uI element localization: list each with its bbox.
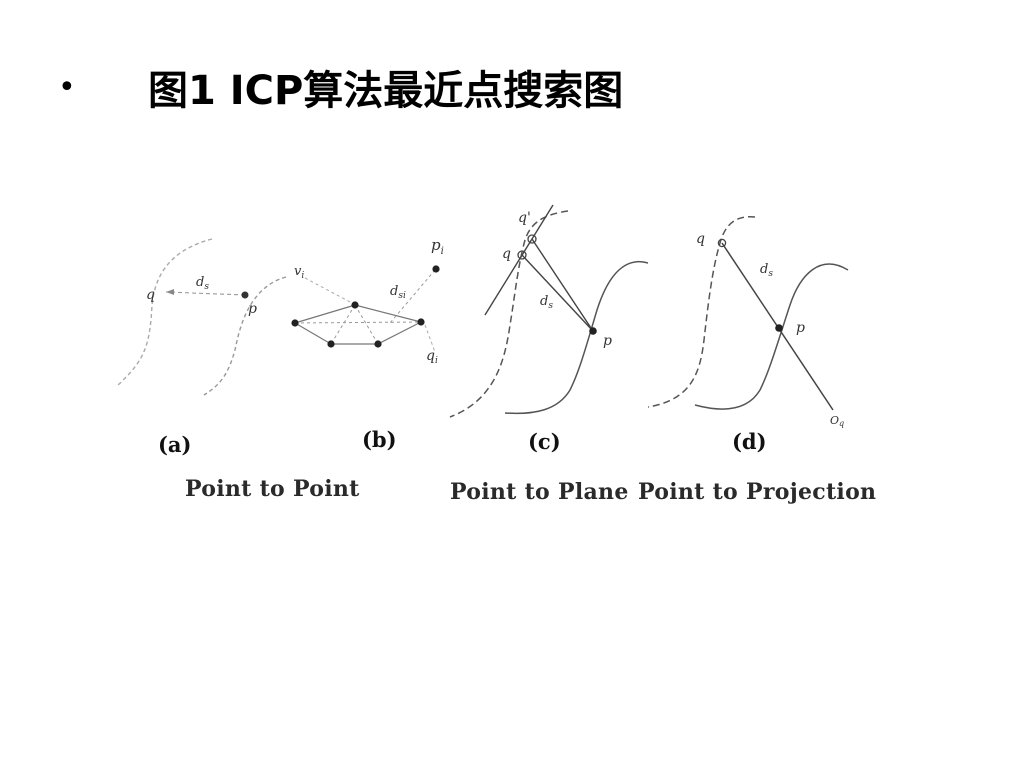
panel-c-q-prime-label: q' [518,210,531,226]
slide-title: • 图1 ICP算法最近点搜索图 [58,58,623,116]
panel-b-edge [354,304,422,323]
panel-d-target-curve [694,263,849,410]
panel-b-edge [294,304,356,324]
panel-b-vertex [291,319,299,327]
panel-b-p-label: pi [431,236,444,257]
panel-c-tangent-plane [484,204,554,316]
panel-b-edge [330,304,356,345]
panel-b-edge [377,321,422,345]
panel-a-d-label: ds [196,275,209,292]
panel-a-q-label: q [146,287,155,303]
panel-c-line-q [521,254,594,332]
panel-b-edge [294,322,332,345]
caption-point-to-plane: Point to Plane [450,479,629,505]
panel-c-source-curve [449,210,569,418]
bullet-point: • [58,69,76,105]
icp-diagram: q ds p vi dsi pi qi [117,204,849,428]
panel-b-vertex [417,318,425,326]
panel-b-leader-line [424,324,436,353]
panel-c-p-label: p [603,333,612,349]
panel-c-point-q-prime [527,234,537,244]
panel-b-vertex [327,340,335,348]
panel-d-point-p [775,324,783,332]
panel-a-distance-line [165,291,246,296]
panel-c-label: (c) [528,429,561,454]
panel-b-diagram: vi dsi pi qi [291,236,444,366]
panel-d-source-curve [647,216,756,408]
panel-d-diagram: q ds p Oq [647,216,849,428]
panel-d-point-q [717,238,727,248]
panel-b-q-label: qi [426,348,438,366]
panel-d-q-label: q [696,231,705,247]
panel-c-d-label: ds [540,294,553,311]
panel-a-point-p [241,291,249,299]
panel-c-diagram: q' q ds p [449,204,649,418]
panel-b-vertex [351,301,359,309]
panel-a-diagram: q ds p [117,238,287,396]
panel-a-arrow [166,289,174,295]
panel-c-q-label: q [502,246,511,262]
caption-point-to-projection: Point to Projection [638,479,877,505]
panel-a-p-label: p [248,301,257,317]
panel-d-p-label: p [796,320,805,336]
panel-d-o-label: Oq [830,414,844,428]
panel-b-edge [294,321,422,324]
panel-b-point-p [432,265,440,273]
icp-figure: q ds p vi dsi pi qi [100,195,880,525]
panel-c-point-q [517,250,527,260]
panel-b-v-label: vi [294,264,304,281]
panel-b-leader-line [304,277,353,304]
title-text: 图1 ICP算法最近点搜索图 [148,68,624,114]
panel-a-source-curve [117,238,213,386]
panel-b-vertex [374,340,382,348]
panel-b-edge [354,304,379,345]
caption-point-to-point: Point to Point [185,476,360,502]
panel-b-d-label: dsi [390,284,406,301]
panel-c-target-curve [504,260,649,415]
panel-a-label: (a) [158,432,192,457]
panel-b-label: (b) [362,427,397,452]
panel-c-point-p [589,327,597,335]
panel-d-d-label: ds [760,262,773,279]
panel-c-line-q-prime [531,238,594,332]
panel-d-label: (d) [732,429,767,454]
